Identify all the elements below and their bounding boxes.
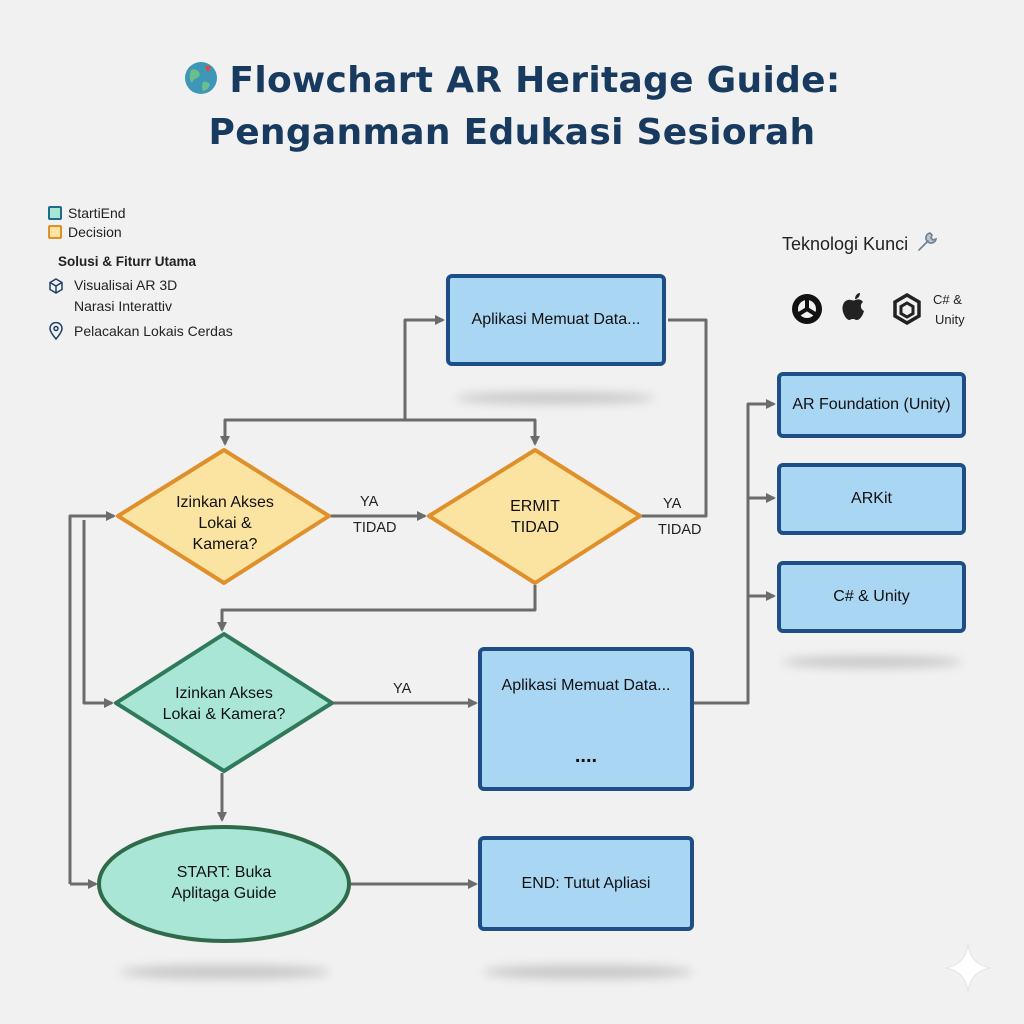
decision-1-shape	[116, 448, 331, 585]
ar-foundation-logo	[792, 294, 822, 324]
decision-2-line2: TIDAD	[511, 519, 559, 536]
decision-2-shape	[427, 448, 642, 585]
legend-start-end-label: StartiEnd	[68, 205, 126, 221]
top-process-box: Aplikasi Memuat Data...	[446, 274, 666, 366]
decision-2-text: ERMIT TIDAD	[475, 496, 595, 538]
tech-box-ar-foundation-label: AR Foundation (Unity)	[792, 396, 951, 413]
decision-1-line1: Izinkan Akses	[176, 494, 274, 511]
legend-features-heading: Solusi & Fiturr Utama	[58, 254, 197, 269]
decision-swatch	[48, 225, 62, 239]
apple-logo	[842, 293, 864, 320]
tech-box-arkit: ARKit	[777, 463, 966, 535]
legend-feature-narasi: Narasi Interattiv	[48, 296, 233, 317]
legend-decision: Decision	[48, 223, 233, 242]
edge-label-tidad-1: TIDAD	[353, 520, 397, 536]
decision-1-text: Izinkan Akses Lokai & Kamera?	[150, 492, 300, 555]
connector-left-loop-d3	[82, 520, 114, 708]
connector-d2-d3	[217, 585, 537, 632]
decision-1-line2: Lokai &	[198, 515, 252, 532]
legend-feature-lokasi-label: Pelacakan Lokais Cerdas	[74, 323, 233, 339]
decision-3-line2: Lokai & Kamera?	[162, 706, 286, 723]
legend-feature-ar-label: Visualisai AR 3D	[74, 277, 178, 293]
tech-caption-1: C# &	[933, 292, 962, 307]
legend-start-end: StartiEnd	[48, 204, 233, 223]
legend-decision-label: Decision	[68, 224, 122, 240]
shadow-top-box	[455, 392, 655, 404]
connector-to-decision1	[220, 418, 405, 446]
start-shape	[97, 825, 351, 943]
decision-3-line1: Izinkan Akses	[175, 685, 273, 702]
tech-box-ar-foundation: AR Foundation (Unity)	[777, 372, 966, 438]
page-subtitle: Penganman Edukasi Sesiorah	[208, 112, 816, 153]
shadow-tech-boxes	[782, 656, 962, 668]
tech-box-csharp-unity: C# & Unity	[777, 561, 966, 633]
location-pin-icon	[49, 321, 63, 341]
tech-box-csharp-unity-label: C# & Unity	[833, 588, 910, 605]
decision-3-text: Izinkan Akses Lokai & Kamera?	[144, 683, 304, 725]
decision-1-line3: Kamera?	[192, 536, 258, 553]
end-box: END: Tutut Apliasi	[478, 836, 694, 931]
sparkle-icon	[945, 943, 991, 993]
legend-feature-narasi-label: Narasi Interattiv	[74, 298, 173, 314]
globe-icon	[185, 62, 218, 94]
legend-feature-lokasi: Pelacakan Lokais Cerdas	[48, 321, 233, 342]
connector-left-loop-d1	[68, 511, 116, 884]
page-title: Flowchart AR Heritage Guide:	[0, 60, 1024, 101]
mid-process-box: Aplikasi Memuat Data... ....	[478, 647, 694, 791]
wrench-icon	[918, 232, 938, 251]
tech-caption-2: Unity	[935, 312, 965, 327]
mid-process-label: Aplikasi Memuat Data...	[501, 677, 671, 694]
legend-feature-ar: Visualisai AR 3D	[48, 275, 233, 296]
edge-label-ya-2: YA	[663, 496, 682, 512]
edge-label-ya-1: YA	[360, 494, 379, 510]
tech-box-arkit-label: ARKit	[851, 490, 892, 507]
shadow-start	[120, 965, 330, 979]
tech-heading-label: Teknologi Kunci	[782, 234, 909, 254]
start-end-swatch	[48, 206, 62, 220]
shadow-end	[483, 965, 693, 979]
edge-label-ya-3: YA	[393, 681, 412, 697]
connector-d2-top-box	[640, 318, 708, 518]
connector-to-decision2	[405, 418, 540, 446]
decision-3-shape	[114, 632, 334, 773]
end-label: END: Tutut Apliasi	[521, 874, 651, 892]
title-line1: Flowchart AR Heritage Guide:	[229, 60, 841, 101]
unity-logo	[893, 293, 921, 325]
decision-2-line1: ERMIT	[510, 498, 560, 515]
legend: StartiEnd Decision Solusi & Fiturr Utama…	[48, 204, 233, 342]
edge-label-tidad-2: TIDAD	[658, 522, 702, 538]
start-line2: Aplitaga Guide	[171, 885, 277, 902]
cube-icon	[49, 278, 63, 294]
connector-mid-box-tech	[694, 399, 776, 705]
mid-process-ellipsis: ....	[574, 745, 598, 767]
top-process-label: Aplikasi Memuat Data...	[471, 311, 641, 328]
tech-heading: Teknologi Kunci	[782, 230, 939, 255]
start-line1: START: Buka	[176, 864, 272, 881]
start-text: START: Buka Aplitaga Guide	[144, 862, 304, 904]
connector-loop-to-top-box	[403, 315, 445, 420]
